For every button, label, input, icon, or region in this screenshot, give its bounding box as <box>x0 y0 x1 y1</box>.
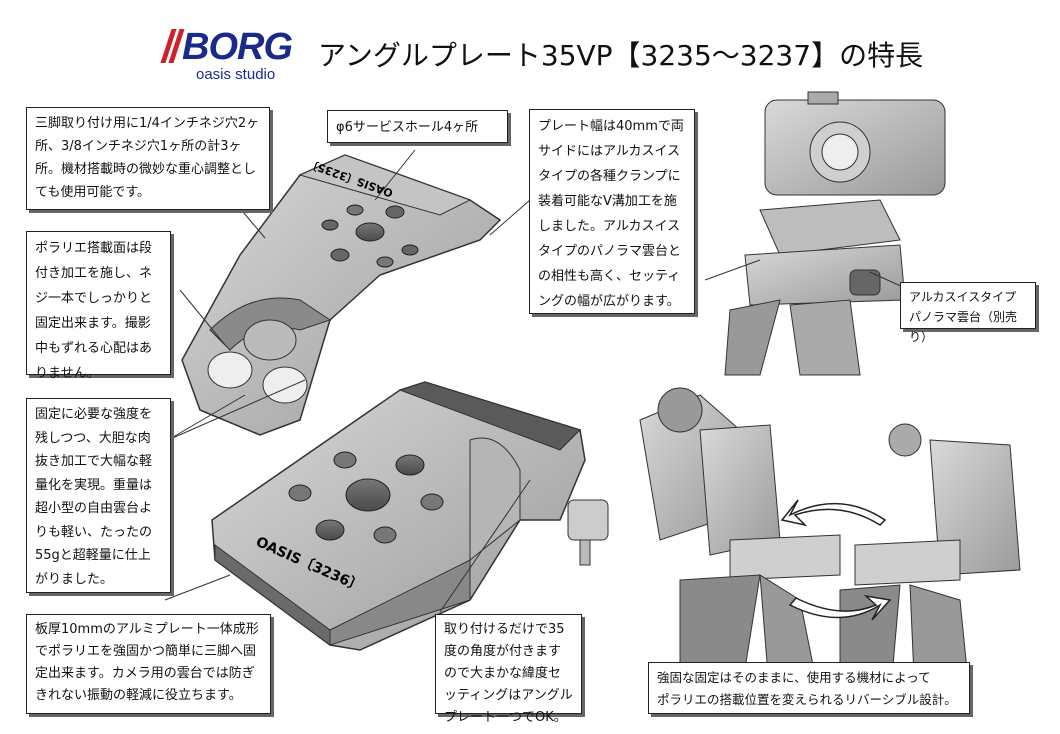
logo-sub: oasis studio <box>196 66 276 83</box>
callout-mount-holes: 三脚取り付け用に1/4インチネジ穴2ヶ所、3/8インチネジ穴1ヶ所の計3ヶ所。機… <box>26 107 270 210</box>
callout-reversible-line2: ポラリエの搭載位置を変えられるリバーシブル設計。 <box>657 692 957 707</box>
rotate-arrow-icon <box>788 594 892 621</box>
callout-angle: 取り付けるだけで35度の角度が付きますので大まかな緯度セッティングはアングルプレ… <box>435 614 582 725</box>
camera-tripod-illustration <box>724 91 946 376</box>
callout-lightweight: 固定に必要な強度を残しつつ、大胆な肉抜き加工で大幅な軽量化を実現。重量は超小型の… <box>26 398 171 593</box>
callout-reversible: 強固な固定はそのままに、使用する機材によって ポラリエの搭載位置を変えられるリバ… <box>648 662 970 714</box>
callout-plate-width: プレート幅は40mmで両サイドにはアルカスイスタイプの各種クランプに装着可能なV… <box>529 109 695 314</box>
angle-plate-bottom: OASIS〔3236〕 <box>211 381 586 651</box>
rotate-arrow-icon <box>780 499 887 527</box>
callout-reversible-line1: 強固な固定はそのままに、使用する機材によって <box>657 670 931 685</box>
callout-aluminum: 板厚10mmのアルミプレート一体成形でポラリエを強固かつ簡単に三脚へ固定出来ます… <box>26 614 271 714</box>
leader-lines <box>164 149 906 613</box>
angle-plate-top: OASIS〔3235〕 <box>181 154 502 436</box>
page-title: アングルプレート35VP【3235～3237】の特長 <box>318 39 924 72</box>
logo-mark: BORG <box>160 26 293 69</box>
callout-service-holes: φ6サービスホール4ヶ所 <box>327 110 508 143</box>
logo-brand: BORG <box>182 26 293 68</box>
borg-logo: BORG oasis studio <box>160 22 296 84</box>
callout-polarie-surface: ポラリエ搭載面は段付き加工を施し、ネジ一本でしっかりと固定出来ます。撮影中もずれ… <box>26 231 171 381</box>
callout-panorama-head: アルカスイスタイプパノラマ雲台（別売り） <box>900 282 1036 344</box>
reversible-illustration <box>567 387 1021 711</box>
